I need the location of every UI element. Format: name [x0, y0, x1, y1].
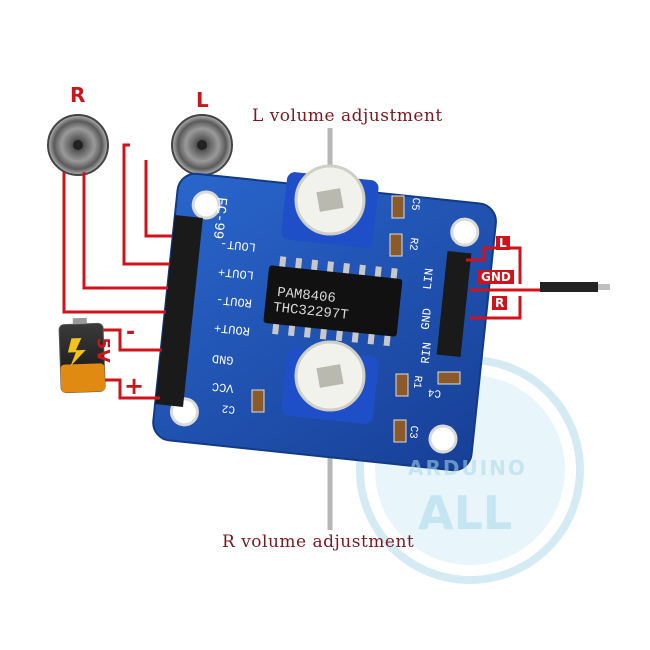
speaker-right-icon — [47, 114, 109, 176]
battery-plus-label: + — [124, 372, 145, 400]
component-r2: R2 — [405, 236, 420, 252]
speaker-left-label: L — [196, 88, 209, 112]
input-label-l: L — [496, 236, 510, 250]
pin-label-rin: RIN — [418, 341, 435, 365]
pin-label-vcc: VCC — [211, 378, 235, 396]
pin-label-gnd: GND — [211, 350, 235, 368]
speaker-right-label: R — [70, 83, 86, 107]
battery-icon — [58, 317, 106, 394]
battery-minus-label: - — [126, 320, 136, 345]
component-c4: C4 — [427, 385, 442, 399]
amplifier-chip — [263, 256, 403, 347]
caption-left-volume: L volume adjustment — [252, 106, 443, 126]
pin-label-lin: LIN — [420, 267, 437, 291]
watermark-line2: ALL — [418, 486, 513, 540]
red-wires — [62, 143, 540, 400]
smd-components — [251, 195, 461, 443]
watermark-line1: ARDUINO — [408, 456, 527, 480]
speaker-left-icon — [171, 114, 233, 176]
input-label-r: R — [492, 296, 508, 310]
pin-label-gnd-right: GND — [418, 307, 435, 331]
caption-right-volume: R volume adjustment — [222, 532, 415, 552]
input-label-gnd: GND — [478, 270, 514, 284]
component-r1: R1 — [409, 374, 424, 390]
left-pin-header — [155, 215, 203, 407]
audio-plug-icon — [540, 282, 610, 292]
component-c5: C5 — [407, 196, 422, 212]
potentiometer-bottom-icon — [281, 340, 379, 424]
right-pin-header — [436, 251, 472, 357]
component-c2: C2 — [221, 401, 236, 415]
battery-voltage-label: 5V — [92, 337, 113, 363]
component-c3: C3 — [405, 424, 420, 440]
potentiometer-top-icon — [281, 164, 379, 248]
